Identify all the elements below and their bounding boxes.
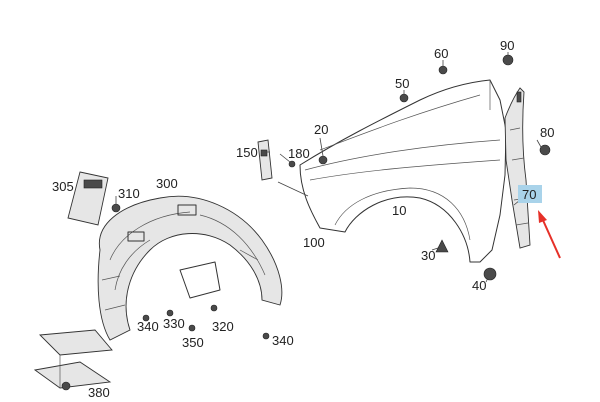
part-label-70: 70: [522, 187, 536, 202]
part-label-80: 80: [540, 125, 554, 140]
part-label-10: 10: [392, 203, 406, 218]
part-label-50: 50: [395, 76, 409, 91]
part-label-380: 380: [88, 385, 110, 400]
part-label-340-right: 340: [272, 333, 294, 348]
part-label-90: 90: [500, 38, 514, 53]
part-label-300: 300: [156, 176, 178, 191]
pointer-arrow: [538, 210, 561, 259]
part-label-20: 20: [314, 122, 328, 137]
wheel-arch-liner-part: [97, 195, 283, 341]
clip-bracket-part: [67, 171, 109, 226]
part-label-40: 40: [472, 278, 486, 293]
part-label-310: 310: [118, 186, 140, 201]
bracket-part: [257, 139, 273, 181]
leader-lines: [115, 52, 542, 283]
part-label-100: 100: [303, 235, 325, 250]
highlight-box: [518, 185, 542, 203]
part-label-330: 330: [163, 316, 185, 331]
part-label-60: 60: [434, 46, 448, 61]
part-label-30: 30: [421, 248, 435, 263]
part-label-180: 180: [288, 146, 310, 161]
part-label-350: 350: [182, 335, 204, 350]
part-label-305: 305: [52, 179, 74, 194]
fender-part: [299, 79, 507, 263]
fasteners: [61, 54, 551, 391]
lower-cover-part: [33, 329, 113, 389]
part-label-150: 150: [236, 145, 258, 160]
seal-strip-part: [504, 87, 531, 249]
part-label-320: 320: [212, 319, 234, 334]
part-label-340-left: 340: [137, 319, 159, 334]
